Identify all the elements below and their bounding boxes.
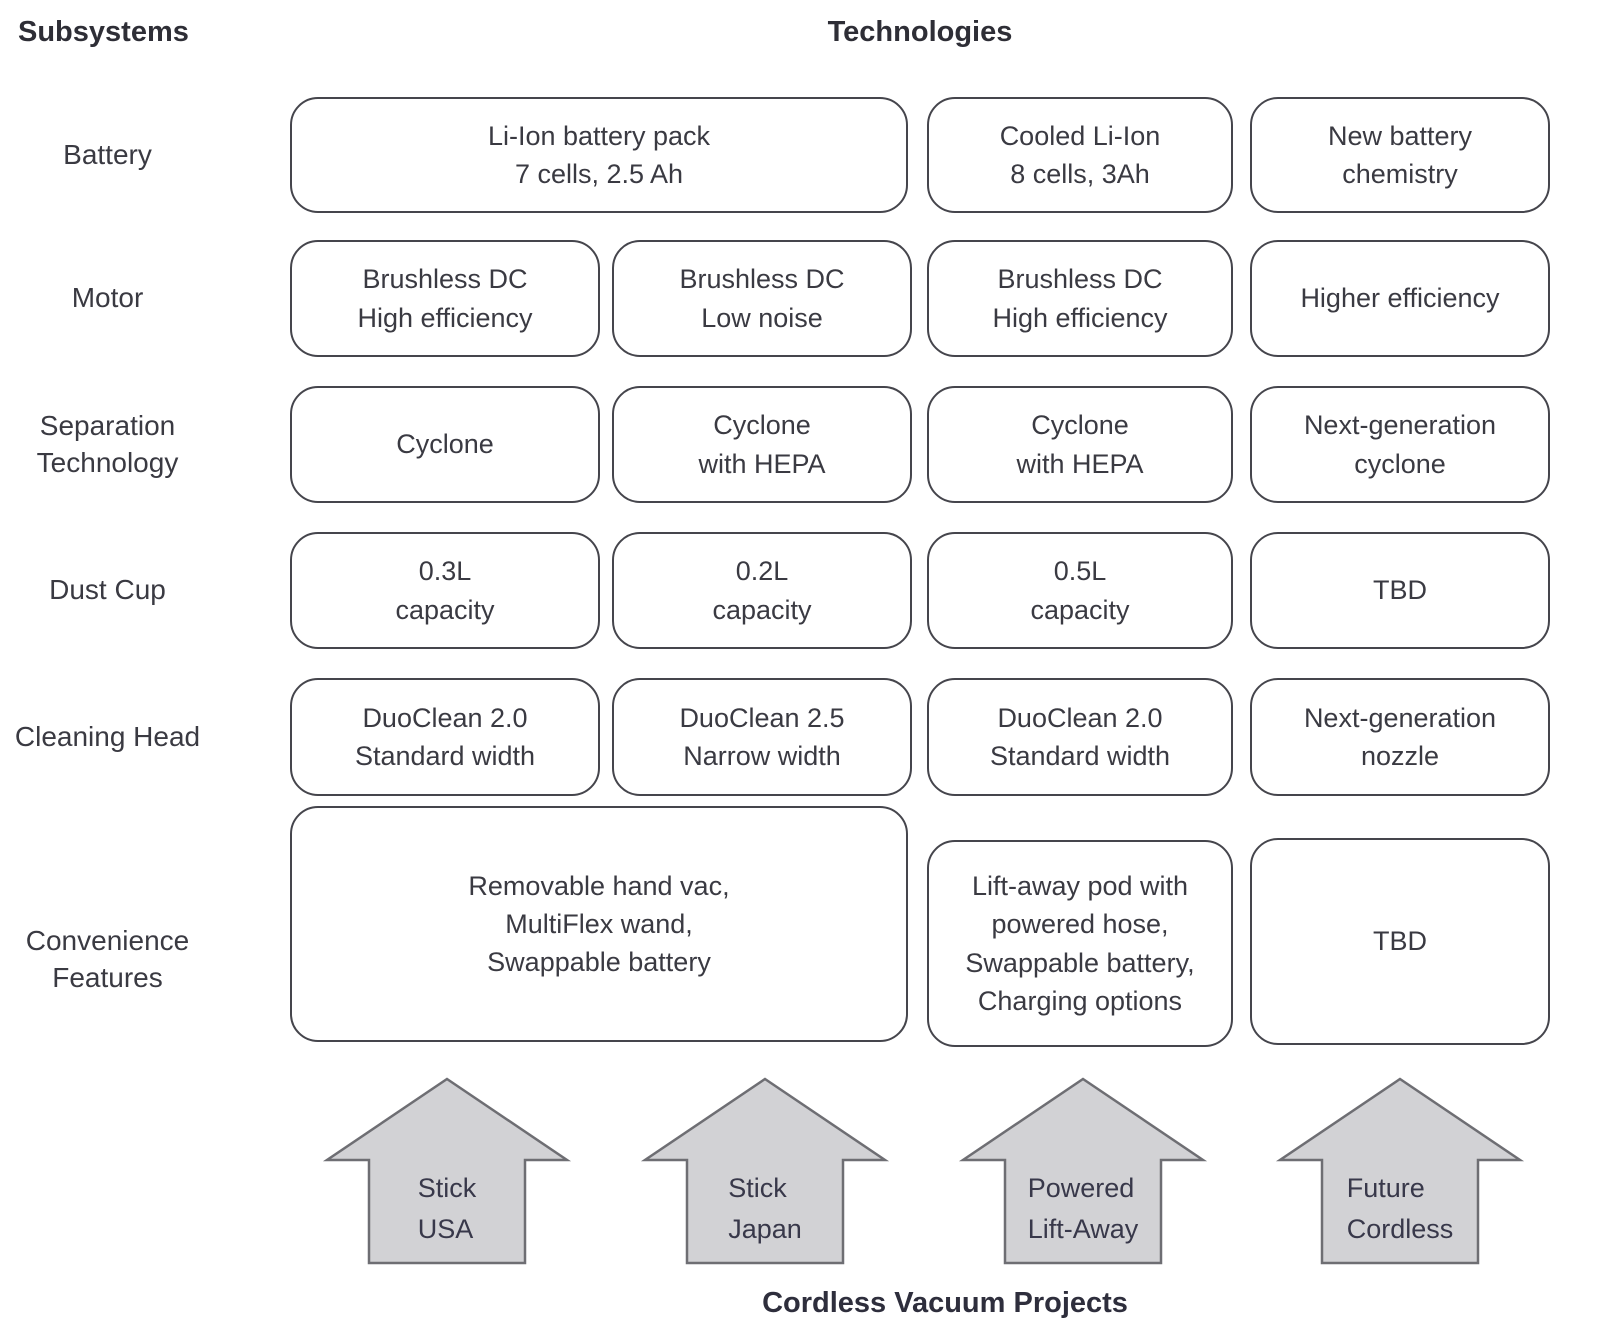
- box-motor-brushless-high-2: Brushless DC High efficiency: [927, 240, 1233, 357]
- box-dustcup-05l: 0.5L capacity: [927, 532, 1233, 649]
- row-label-dust-cup: Dust Cup: [49, 574, 166, 606]
- box-battery-cooled-li-ion: Cooled Li-Ion 8 cells, 3Ah: [927, 97, 1233, 213]
- up-arrow-icon: [640, 1077, 890, 1265]
- project-arrow-stick-usa: Stick USA: [322, 1076, 572, 1266]
- project-arrow-label: Stick USA: [417, 1173, 477, 1244]
- project-arrow-label: Stick Japan: [728, 1173, 802, 1244]
- row-label-separation-technology: Separation Technology: [36, 409, 179, 478]
- box-dustcup-03l: 0.3L capacity: [290, 532, 600, 649]
- box-separation-next-gen: Next-generation cyclone: [1250, 386, 1550, 503]
- box-battery-new-chemistry: New battery chemistry: [1250, 97, 1550, 213]
- box-convenience-hand-vac: Removable hand vac, MultiFlex wand, Swap…: [290, 806, 908, 1042]
- box-head-next-gen-nozzle: Next-generation nozzle: [1250, 678, 1550, 796]
- box-convenience-lift-away-pod: Lift-away pod with powered hose, Swappab…: [927, 840, 1233, 1047]
- box-separation-cyclone: Cyclone: [290, 386, 600, 503]
- up-arrow-icon: [958, 1077, 1208, 1265]
- up-arrow-icon: [322, 1077, 572, 1265]
- row-label-motor: Motor: [71, 282, 144, 314]
- project-arrow-stick-japan: Stick Japan: [640, 1076, 890, 1266]
- diagram-caption: Cordless Vacuum Projects: [762, 1287, 1128, 1319]
- box-separation-cyclone-hepa-2: Cyclone with HEPA: [927, 386, 1233, 503]
- box-motor-brushless-high-1: Brushless DC High efficiency: [290, 240, 600, 357]
- project-arrow-label: Powered Lift-Away: [1027, 1173, 1139, 1244]
- box-head-duoclean25-narrow: DuoClean 2.5 Narrow width: [612, 678, 912, 796]
- row-label-battery: Battery: [63, 138, 152, 170]
- box-dustcup-02l: 0.2L capacity: [612, 532, 912, 649]
- project-arrow-powered-lift-away: Powered Lift-Away: [958, 1076, 1208, 1266]
- project-arrow-future-cordless: Future Cordless: [1275, 1076, 1525, 1266]
- up-arrow-icon: [1275, 1077, 1525, 1265]
- row-label-cleaning-head: Cleaning Head: [14, 720, 201, 752]
- project-arrow-label: Future Cordless: [1346, 1173, 1454, 1244]
- box-motor-higher-efficiency: Higher efficiency: [1250, 240, 1550, 357]
- box-motor-brushless-low: Brushless DC Low noise: [612, 240, 912, 357]
- box-head-duoclean20-standard-2: DuoClean 2.0 Standard width: [927, 678, 1233, 796]
- technologies-header: Technologies: [827, 16, 1013, 48]
- box-separation-cyclone-hepa-1: Cyclone with HEPA: [612, 386, 912, 503]
- box-dustcup-tbd: TBD: [1250, 532, 1550, 649]
- subsystems-header: Subsystems: [18, 16, 189, 48]
- box-head-duoclean20-standard-1: DuoClean 2.0 Standard width: [290, 678, 600, 796]
- box-battery-li-ion-pack: Li-Ion battery pack 7 cells, 2.5 Ah: [290, 97, 908, 213]
- row-label-convenience-features: Convenience Features: [25, 925, 190, 993]
- box-convenience-tbd: TBD: [1250, 838, 1550, 1045]
